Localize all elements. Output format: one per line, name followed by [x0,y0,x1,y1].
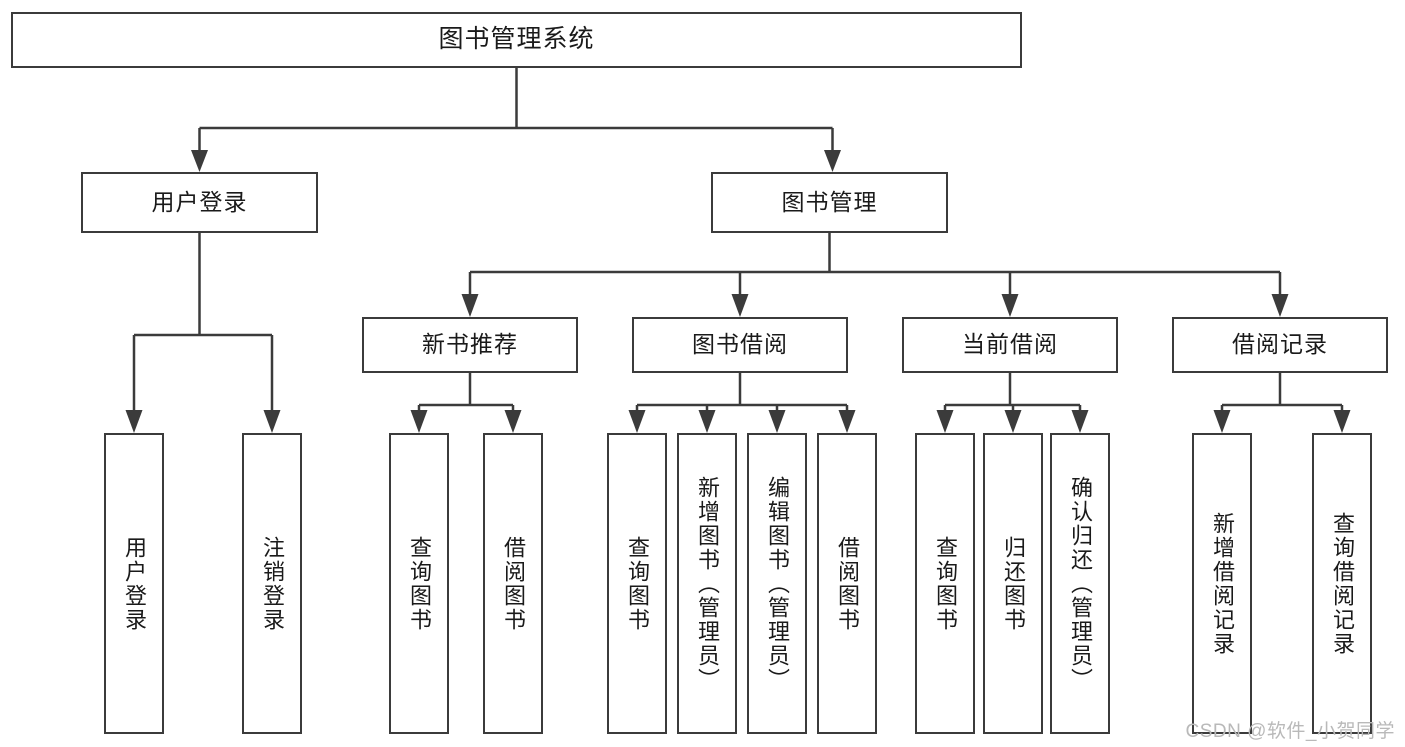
node-label: 新书推荐 [422,331,518,358]
leaf-confirm-return-admin[interactable]: 确认归还（管理员） [1050,433,1110,734]
node-current-borrow[interactable]: 当前借阅 [902,317,1118,373]
node-label: 图书借阅 [692,331,788,358]
node-label: 查询图书 [406,535,432,632]
node-borrow-record[interactable]: 借阅记录 [1172,317,1388,373]
node-root-book-management-system[interactable]: 图书管理系统 [11,12,1022,68]
node-label: 归还图书 [1000,535,1026,632]
leaf-return-book[interactable]: 归还图书 [983,433,1043,734]
leaf-edit-book-admin[interactable]: 编辑图书（管理员） [747,433,807,734]
connector-root-to-level2 [191,68,841,172]
leaf-borrow-book-recommendation[interactable]: 借阅图书 [483,433,543,734]
leaf-query-book-recommendation[interactable]: 查询图书 [389,433,449,734]
connector-newbookrec-to-leaves [410,373,522,433]
node-label: 编辑图书（管理员） [764,475,790,692]
node-label: 图书管理 [781,188,878,215]
connector-borrowrecord-to-leaves [1213,373,1351,433]
leaf-query-book-borrow[interactable]: 查询图书 [607,433,667,734]
node-new-book-recommendation[interactable]: 新书推荐 [362,317,578,373]
node-label: 查询图书 [932,535,958,632]
node-label: 借阅记录 [1232,331,1328,358]
node-label: 新增图书（管理员） [694,475,720,692]
connector-currentborrow-to-leaves [936,373,1089,433]
watermark-text: CSDN @软件_小贺同学 [1185,721,1395,742]
connector-bookborrow-to-leaves [628,373,856,433]
node-label: 查询借阅记录 [1329,511,1355,656]
node-label: 借阅图书 [500,535,526,632]
node-label: 确认归还（管理员） [1067,475,1093,692]
node-label: 借阅图书 [834,535,860,632]
node-label: 新增借阅记录 [1209,511,1235,656]
node-label: 用户登录 [151,188,248,215]
leaf-logout[interactable]: 注销登录 [242,433,302,734]
leaf-query-book-current[interactable]: 查询图书 [915,433,975,734]
connector-userlogin-to-leaves [125,233,281,433]
node-book-manage[interactable]: 图书管理 [711,172,948,233]
node-label: 查询图书 [624,535,650,632]
node-label: 注销登录 [259,535,285,632]
leaf-add-borrow-record[interactable]: 新增借阅记录 [1192,433,1252,734]
node-label: 当前借阅 [962,331,1058,358]
leaf-user-login[interactable]: 用户登录 [104,433,164,734]
connector-bookmanage-to-level3 [461,233,1289,317]
leaf-borrow-book[interactable]: 借阅图书 [817,433,877,734]
node-book-borrow[interactable]: 图书借阅 [632,317,848,373]
leaf-query-borrow-record[interactable]: 查询借阅记录 [1312,433,1372,734]
node-label: 用户登录 [121,535,147,632]
node-label: 图书管理系统 [438,25,595,54]
leaf-add-book-admin[interactable]: 新增图书（管理员） [677,433,737,734]
node-user-login[interactable]: 用户登录 [81,172,318,233]
